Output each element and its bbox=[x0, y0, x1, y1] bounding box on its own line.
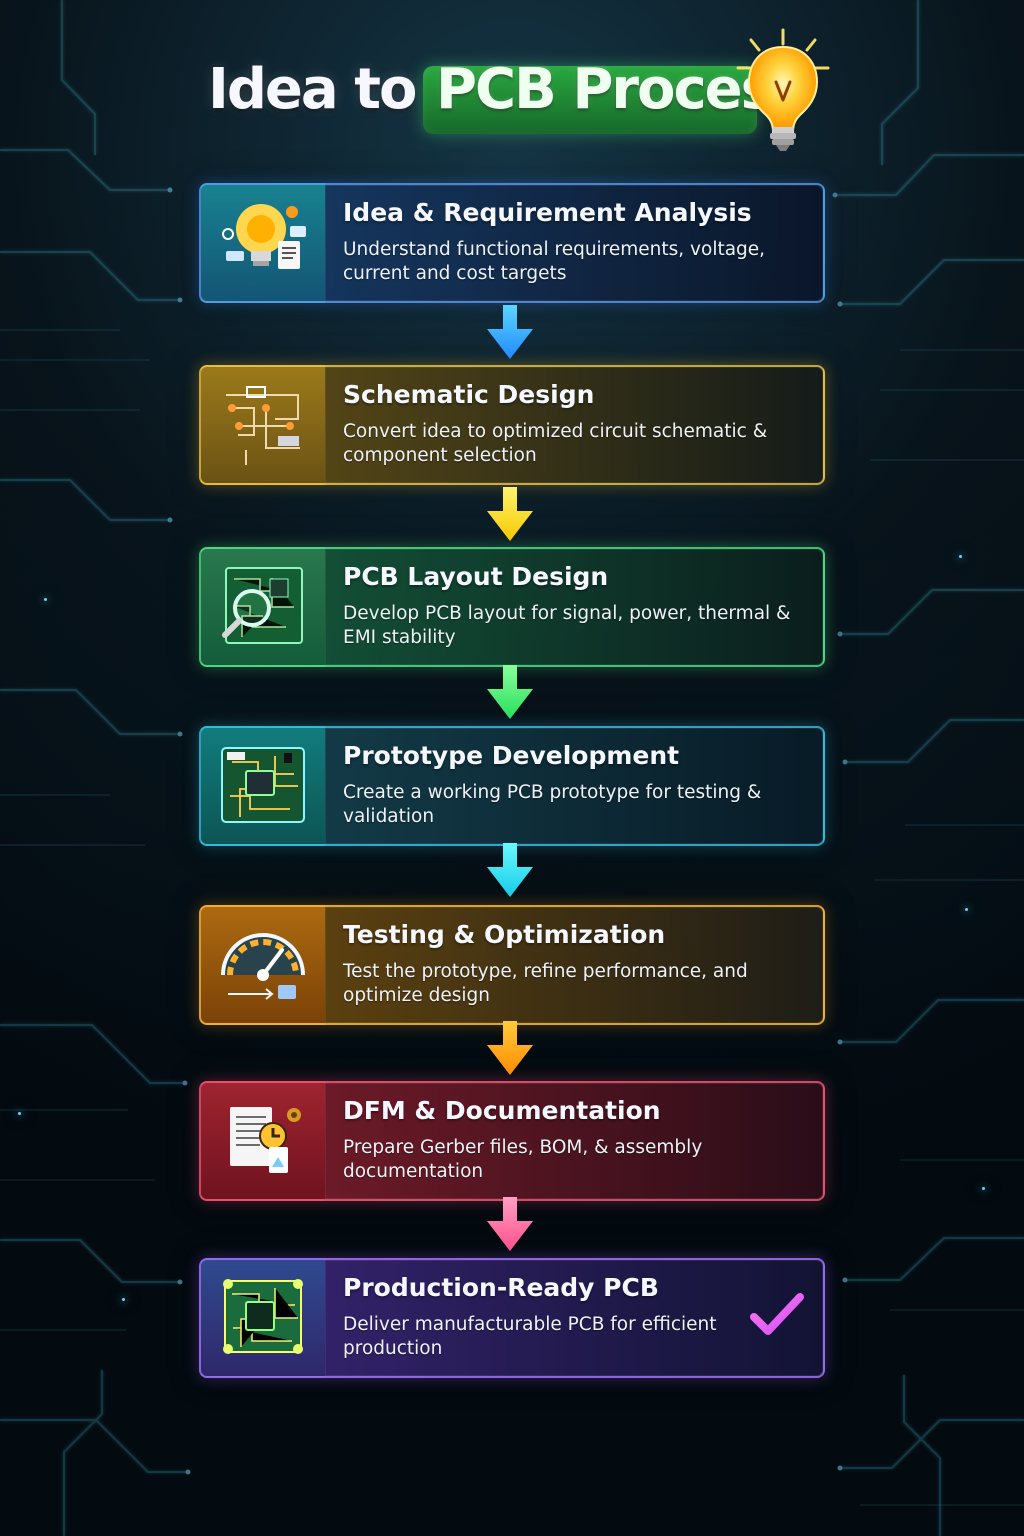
glow-dot bbox=[965, 908, 968, 911]
step-card-testing: Testing & Optimization Test the prototyp… bbox=[199, 905, 825, 1025]
step-description: Convert idea to optimized circuit schema… bbox=[343, 421, 768, 466]
schematic-icon bbox=[226, 386, 300, 465]
title-highlight-pill bbox=[423, 66, 757, 134]
title-highlight: PCB Process bbox=[436, 57, 805, 122]
checkmark-icon bbox=[750, 1293, 804, 1335]
step-icon-panel bbox=[201, 728, 325, 844]
glow-dot bbox=[44, 598, 47, 601]
documentation-icon bbox=[230, 1107, 301, 1173]
step-card-layout: PCB Layout Design Develop PCB layout for… bbox=[199, 547, 825, 667]
step-card-production: Production-Ready PCB Deliver manufactura… bbox=[199, 1258, 825, 1378]
step-title: Production-Ready PCB bbox=[343, 1273, 659, 1302]
down-arrow-icon bbox=[487, 1197, 533, 1251]
step-description: Understand functional requirements, volt… bbox=[343, 239, 766, 284]
pcb-layout-magnifier-icon bbox=[222, 567, 303, 644]
down-arrow-icon bbox=[487, 665, 533, 719]
step-card-idea: Idea & Requirement Analysis Understand f… bbox=[199, 183, 825, 303]
step-card-schematic: Schematic Design Convert idea to optimiz… bbox=[199, 365, 825, 485]
glow-dot bbox=[982, 1187, 985, 1190]
step-card-dfm: DFM & Documentation Prepare Gerber files… bbox=[199, 1081, 825, 1201]
step-icon-panel bbox=[201, 1083, 325, 1199]
step-title: PCB Layout Design bbox=[343, 562, 609, 591]
glow-dot bbox=[122, 1298, 125, 1301]
step-icon-panel bbox=[201, 549, 325, 665]
step-title: DFM & Documentation bbox=[343, 1096, 661, 1125]
down-arrow-icon bbox=[487, 305, 533, 359]
step-description: Prepare Gerber files, BOM, & assembly do… bbox=[343, 1137, 703, 1182]
step-title: Testing & Optimization bbox=[343, 920, 666, 949]
step-card-prototype: Prototype Development Create a working P… bbox=[199, 726, 825, 846]
lightbulb-icon bbox=[736, 28, 830, 151]
glow-dot bbox=[18, 1112, 21, 1115]
step-description: Develop PCB layout for signal, power, th… bbox=[343, 603, 791, 648]
down-arrow-icon bbox=[487, 1021, 533, 1075]
step-icon-panel bbox=[201, 367, 325, 483]
gauge-test-icon bbox=[221, 933, 305, 1000]
step-icon-panel bbox=[201, 1260, 325, 1376]
step-title: Idea & Requirement Analysis bbox=[343, 198, 752, 227]
title-prefix: Idea to bbox=[208, 57, 417, 122]
step-description: Create a working PCB prototype for testi… bbox=[343, 782, 762, 827]
prototype-board-icon bbox=[221, 747, 305, 823]
page-title: Idea to PCB Process bbox=[208, 28, 830, 154]
production-pcb-icon bbox=[223, 1279, 303, 1354]
step-icon-panel bbox=[201, 907, 325, 1023]
step-title: Schematic Design bbox=[343, 380, 595, 409]
glow-dot bbox=[959, 555, 962, 558]
step-description: Test the prototype, refine performance, … bbox=[343, 961, 748, 1006]
down-arrow-icon bbox=[487, 843, 533, 897]
down-arrow-icon bbox=[487, 487, 533, 541]
step-icon-panel bbox=[201, 185, 325, 301]
lightbulb-requirements-icon bbox=[222, 204, 306, 269]
step-title: Prototype Development bbox=[343, 741, 680, 770]
step-description: Deliver manufacturable PCB for efficient… bbox=[343, 1314, 717, 1359]
